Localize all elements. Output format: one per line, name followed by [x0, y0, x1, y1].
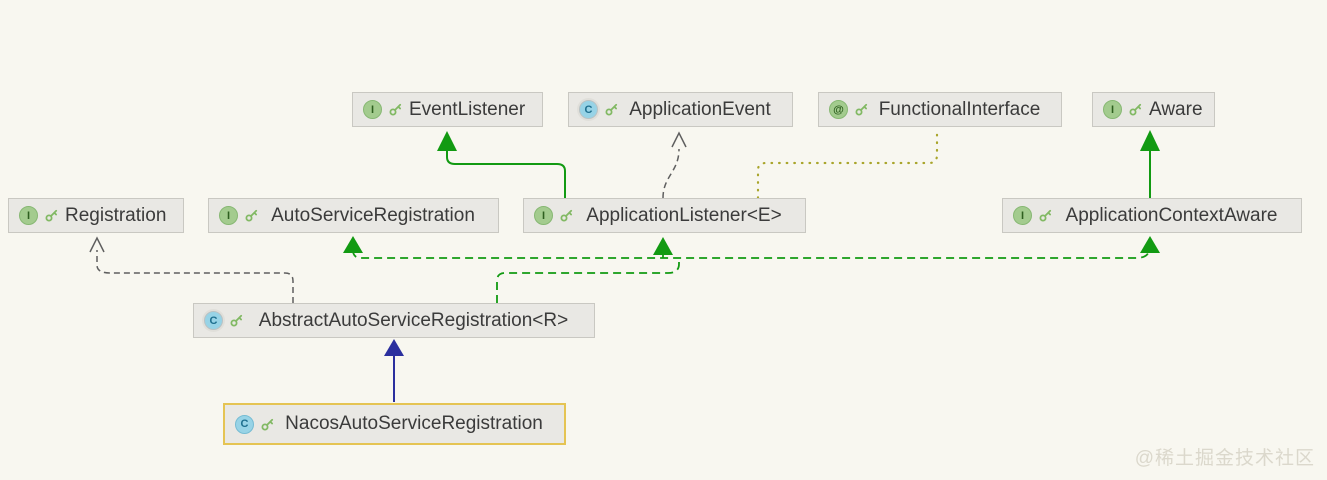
class-node-abstractautoserviceregistration[interactable]: C AbstractAutoServiceRegistration<R>: [193, 303, 595, 338]
key-icon: [1039, 209, 1052, 222]
annotation-icon: @: [829, 100, 848, 119]
arrowhead-applicationevent: [671, 131, 687, 148]
class-node-functionalinterface[interactable]: @ FunctionalInterface: [818, 92, 1062, 127]
arrowhead-abstractautoserviceregistration: [384, 339, 404, 356]
class-icon: C: [235, 414, 254, 434]
interface-icon: I: [219, 206, 238, 225]
class-node-applicationevent[interactable]: C ApplicationEvent: [568, 92, 793, 127]
class-name-label: ApplicationContextAware: [1065, 204, 1278, 226]
edge-applicationlistener-extends-eventlistener: [446, 150, 566, 198]
edge-applicationlistener-uses-applicationevent: [662, 148, 680, 199]
edge-applicationlistener-annotation-functionalinterface: [756, 132, 939, 200]
arrowhead-registration: [89, 236, 105, 253]
interface-icon: I: [19, 206, 38, 225]
key-icon: [605, 103, 618, 116]
class-node-registration[interactable]: I Registration: [8, 198, 184, 233]
interface-icon: I: [1013, 206, 1032, 225]
arrowhead-eventlistener: [437, 131, 457, 151]
abstract-class-icon: C: [579, 100, 598, 119]
class-node-autoserviceregistration[interactable]: I AutoServiceRegistration: [208, 198, 499, 233]
interface-icon: I: [1103, 100, 1122, 119]
class-name-label: ApplicationListener<E>: [586, 204, 782, 226]
key-icon: [855, 103, 868, 116]
class-node-applicationlistener[interactable]: I ApplicationListener<E>: [523, 198, 806, 233]
key-icon: [45, 209, 58, 222]
abstract-class-icon: C: [204, 311, 223, 330]
key-icon: [1129, 103, 1142, 116]
arrowhead-applicationcontextaware: [1140, 236, 1160, 253]
watermark-text: @稀土掘金技术社区: [1134, 448, 1315, 469]
class-name-label: NacosAutoServiceRegistration: [285, 413, 543, 434]
edge-abstractautoserviceregistration-uses-registration: [96, 250, 294, 303]
interface-icon: I: [363, 100, 382, 119]
class-name-label: AbstractAutoServiceRegistration<R>: [258, 309, 569, 331]
class-name-label: FunctionalInterface: [878, 98, 1041, 120]
arrowhead-autoserviceregistration: [343, 236, 363, 253]
class-node-eventlistener[interactable]: I EventListener: [352, 92, 543, 127]
interface-icon: I: [534, 206, 553, 225]
key-icon: [245, 209, 258, 222]
class-name-label: ApplicationEvent: [629, 98, 771, 120]
class-node-applicationcontextaware[interactable]: I ApplicationContextAware: [1002, 198, 1302, 233]
class-node-aware[interactable]: I Aware: [1092, 92, 1215, 127]
key-icon: [261, 418, 274, 431]
class-name-label: Aware: [1149, 98, 1203, 120]
edge-implements-branch: [496, 258, 680, 303]
class-name-label: Registration: [65, 204, 167, 226]
class-node-nacosautoserviceregistration[interactable]: C NacosAutoServiceRegistration: [223, 403, 566, 445]
key-icon: [230, 314, 243, 327]
arrowhead-aware: [1140, 130, 1160, 151]
key-icon: [389, 103, 402, 116]
key-icon: [560, 209, 573, 222]
edge-implements-channel: [352, 248, 1150, 259]
class-name-label: AutoServiceRegistration: [271, 204, 475, 226]
class-name-label: EventListener: [409, 98, 526, 120]
arrowhead-applicationlistener: [653, 237, 673, 255]
